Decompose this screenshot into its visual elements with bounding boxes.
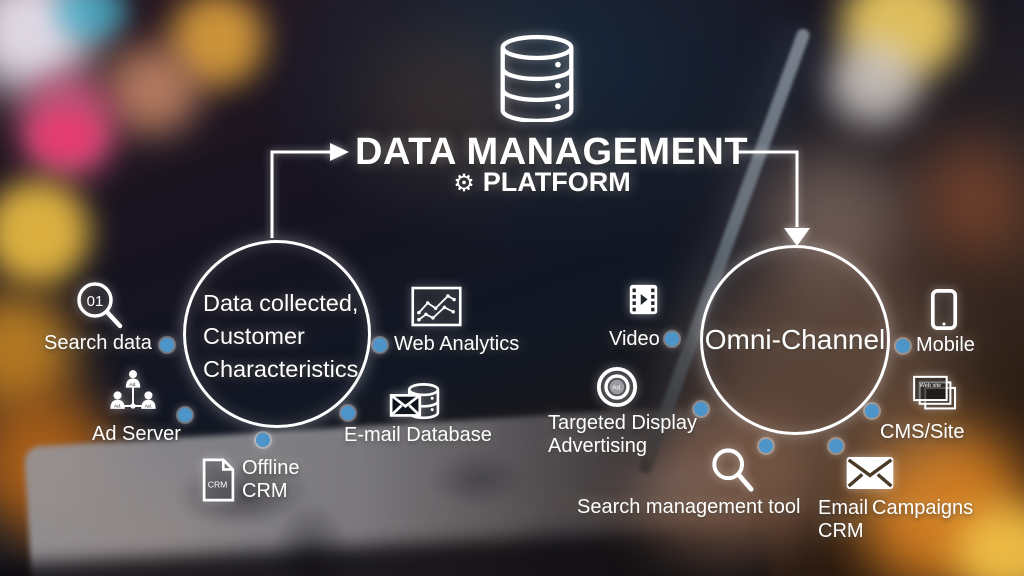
svg-text:Ad.: Ad.	[129, 382, 136, 388]
connector-dot	[373, 338, 387, 352]
bokeh-light	[105, 45, 200, 135]
database-icon	[497, 34, 577, 122]
mobile-label: Mobile	[916, 334, 975, 356]
subtitle: PLATFORM	[482, 167, 631, 197]
connector-dot	[256, 433, 270, 447]
target-ad-icon: Ad.	[596, 365, 638, 409]
video-label: Video	[609, 328, 660, 350]
data-collected-label: Data collected, Customer Characteristics	[203, 290, 359, 382]
connector-dot	[759, 439, 773, 453]
analytics-chart-icon	[411, 286, 462, 327]
search-management-tool-label: Search management tool	[577, 496, 801, 518]
svg-text:Ad.: Ad.	[145, 403, 152, 409]
video-film-icon	[628, 283, 659, 316]
bokeh-light	[33, 112, 99, 160]
svg-text:Ad.: Ad.	[612, 384, 622, 391]
svg-text:Ad.: Ad.	[114, 403, 121, 409]
gear-icon: ⚙	[453, 168, 475, 197]
email-crm-label: Email CRM	[818, 497, 869, 542]
arrow-platform-to-omni	[737, 150, 799, 227]
targeted-display-label: Targeted Display Advertising	[548, 412, 697, 457]
search-01-icon: 01	[74, 280, 124, 332]
email-database-icon	[389, 382, 441, 424]
mobile-tablet-icon	[930, 289, 958, 330]
svg-text:CRM: CRM	[208, 480, 228, 490]
connector-dot	[694, 402, 708, 416]
connector-dot	[341, 406, 355, 420]
cms-site-label: CMS/Site	[880, 421, 965, 443]
hand	[635, 415, 820, 560]
bokeh-light	[915, 140, 1024, 255]
crm-document-icon: CRM	[201, 457, 236, 503]
arrow-left-to-platform	[270, 150, 330, 238]
envelope-icon	[845, 456, 895, 490]
page-title: DATA MANAGEMENT	[355, 131, 749, 173]
email-database-label: E-mail Database	[344, 424, 492, 446]
offline-crm-label: Offline CRM	[242, 457, 300, 502]
connector-dot	[178, 408, 192, 422]
connector-dot	[665, 332, 679, 346]
svg-text:Web site: Web site	[920, 383, 942, 389]
ad-network-icon: Ad. Ad. Ad.	[106, 367, 160, 418]
web-pages-icon: Web site	[911, 375, 960, 414]
search-icon	[710, 447, 754, 495]
campaigns-label: Campaigns	[872, 497, 974, 519]
arrowhead-down	[784, 228, 810, 246]
bokeh-light	[828, 40, 920, 126]
connector-dot	[896, 339, 910, 353]
connector-dot	[865, 404, 879, 418]
subtitle-row: ⚙ PLATFORM	[412, 167, 672, 198]
search-data-label: Search data	[44, 332, 152, 354]
web-analytics-label: Web Analytics	[394, 333, 520, 355]
omni-channel-circle: Omni-Channel	[700, 245, 890, 435]
arrowhead-right	[330, 143, 349, 161]
bokeh-light	[0, 180, 90, 285]
omni-channel-label: Omni-Channel	[704, 324, 886, 355]
svg-text:01: 01	[87, 293, 104, 310]
connector-dot	[160, 338, 174, 352]
data-collected-circle: Data collected, Customer Characteristics	[183, 240, 371, 428]
connector-dot	[829, 439, 843, 453]
ad-server-label: Ad Server	[92, 423, 181, 445]
